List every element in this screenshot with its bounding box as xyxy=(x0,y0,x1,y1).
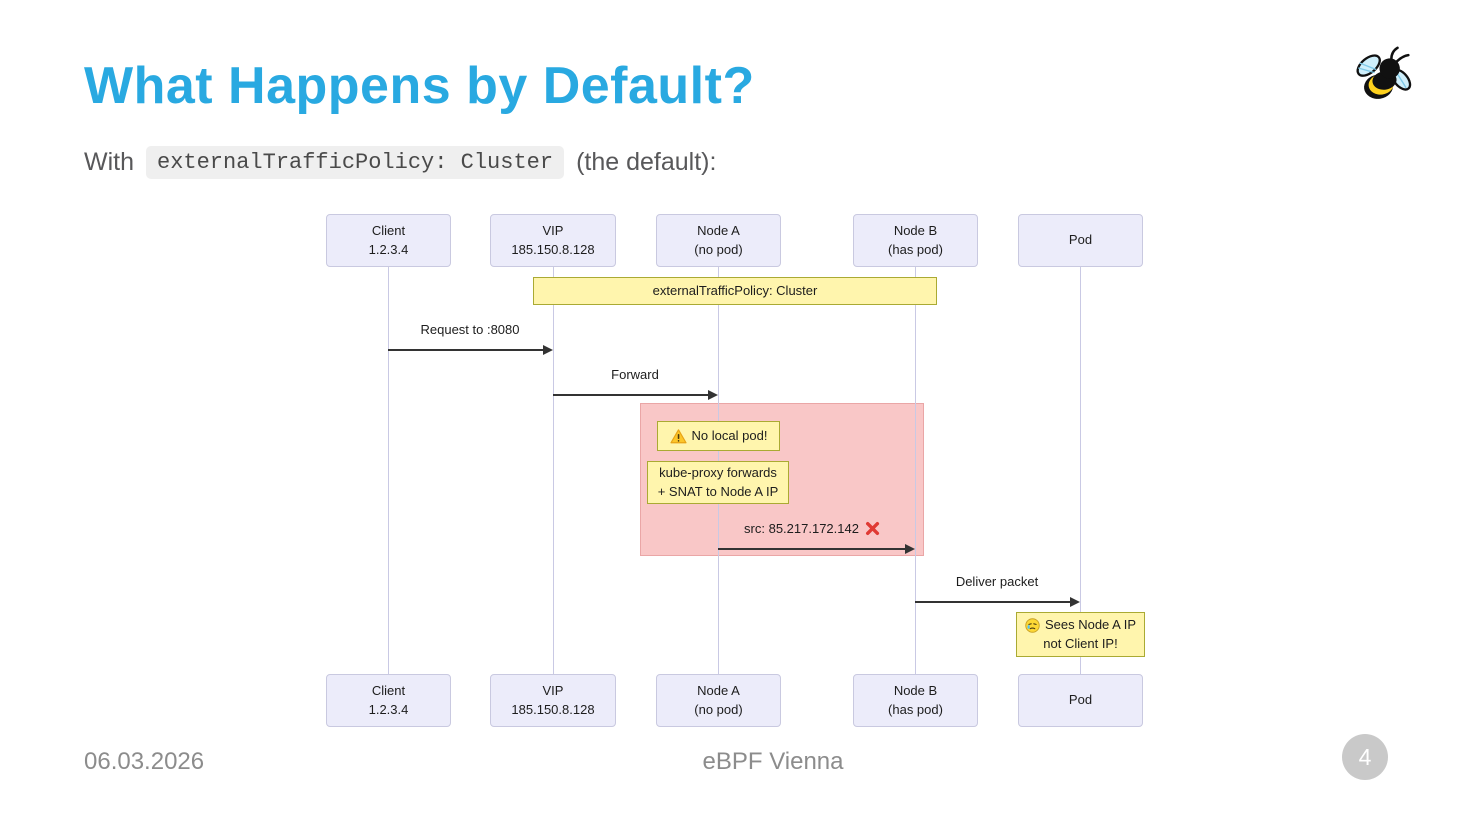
inline-code: externalTrafficPolicy: Cluster xyxy=(146,146,565,179)
arrowhead-icon xyxy=(1070,597,1080,607)
participant-label: VIP xyxy=(542,223,564,239)
subtitle: With externalTrafficPolicy: Cluster (the… xyxy=(84,146,716,179)
note-text: not Client IP! xyxy=(1043,635,1118,651)
note-text: externalTrafficPolicy: Cluster xyxy=(652,282,818,298)
participant-label: Node B xyxy=(893,683,938,699)
participant-pod-top: Pod xyxy=(1018,214,1143,267)
warning-icon xyxy=(669,428,687,443)
participant-sublabel: (has pod) xyxy=(888,701,943,717)
crying-face-icon xyxy=(1025,617,1040,633)
message-line xyxy=(915,601,1070,603)
note-text: No local pod! xyxy=(691,427,768,443)
footer-event: eBPF Vienna xyxy=(702,748,844,775)
note-text: + SNAT to Node A IP xyxy=(657,483,779,499)
participant-label: Node A xyxy=(697,223,740,239)
page-number-badge: 4 xyxy=(1342,734,1388,780)
participant-client-top: Client 1.2.3.4 xyxy=(326,214,451,267)
message-label-forward: Forward xyxy=(611,367,659,382)
footer-date: 06.03.2026 xyxy=(84,748,205,775)
lifeline-client xyxy=(388,267,389,674)
page-title: What Happens by Default? xyxy=(84,57,755,115)
participant-pod-bottom: Pod xyxy=(1018,674,1143,727)
participant-label: Pod xyxy=(1068,692,1093,708)
participant-client-bottom: Client 1.2.3.4 xyxy=(326,674,451,727)
participant-sublabel: (no pod) xyxy=(694,701,743,717)
arrowhead-icon xyxy=(708,390,718,400)
participant-label: Pod xyxy=(1068,232,1093,248)
message-label-deliver: Deliver packet xyxy=(955,574,1039,589)
lifeline-vip xyxy=(553,267,554,674)
cross-mark-icon xyxy=(865,521,879,536)
participant-label: Client xyxy=(371,223,406,239)
participant-sublabel: 1.2.3.4 xyxy=(368,701,409,717)
bee-icon xyxy=(1356,46,1412,99)
note-policy: externalTrafficPolicy: Cluster xyxy=(533,277,937,305)
participant-label: Node A xyxy=(697,683,740,699)
participant-label: Node B xyxy=(893,223,938,239)
lifeline-node-b xyxy=(915,267,916,674)
note-no-local-pod: No local pod! xyxy=(657,421,780,451)
page-number: 4 xyxy=(1358,743,1372,770)
participant-sublabel: (no pod) xyxy=(694,241,743,257)
arrowhead-icon xyxy=(905,544,915,554)
note-sees-node-ip: Sees Node A IP not Client IP! xyxy=(1016,612,1145,657)
participant-vip-top: VIP 185.150.8.128 xyxy=(490,214,616,267)
message-label-snat-src: src: 85.217.172.142 xyxy=(744,521,880,536)
participant-node-a-bottom: Node A (no pod) xyxy=(656,674,781,727)
subtitle-suffix: (the default): xyxy=(576,148,717,176)
message-line xyxy=(553,394,708,396)
participant-sublabel: 1.2.3.4 xyxy=(368,241,409,257)
participant-sublabel: 185.150.8.128 xyxy=(511,241,595,257)
lifeline-pod xyxy=(1080,267,1081,674)
message-line xyxy=(718,548,905,550)
participant-label: VIP xyxy=(542,683,564,699)
participant-vip-bottom: VIP 185.150.8.128 xyxy=(490,674,616,727)
subtitle-prefix: With xyxy=(84,148,134,176)
arrowhead-icon xyxy=(543,345,553,355)
note-snat: kube-proxy forwards + SNAT to Node A IP xyxy=(647,461,789,504)
participant-node-b-top: Node B (has pod) xyxy=(853,214,978,267)
message-label-request: Request to :8080 xyxy=(420,322,520,337)
participant-node-a-top: Node A (no pod) xyxy=(656,214,781,267)
participant-node-b-bottom: Node B (has pod) xyxy=(853,674,978,727)
participant-label: Client xyxy=(371,683,406,699)
message-line xyxy=(388,349,543,351)
participant-sublabel: (has pod) xyxy=(888,241,943,257)
participant-sublabel: 185.150.8.128 xyxy=(511,701,595,717)
note-text: Sees Node A IP xyxy=(1044,616,1137,632)
note-text: kube-proxy forwards xyxy=(659,464,777,480)
